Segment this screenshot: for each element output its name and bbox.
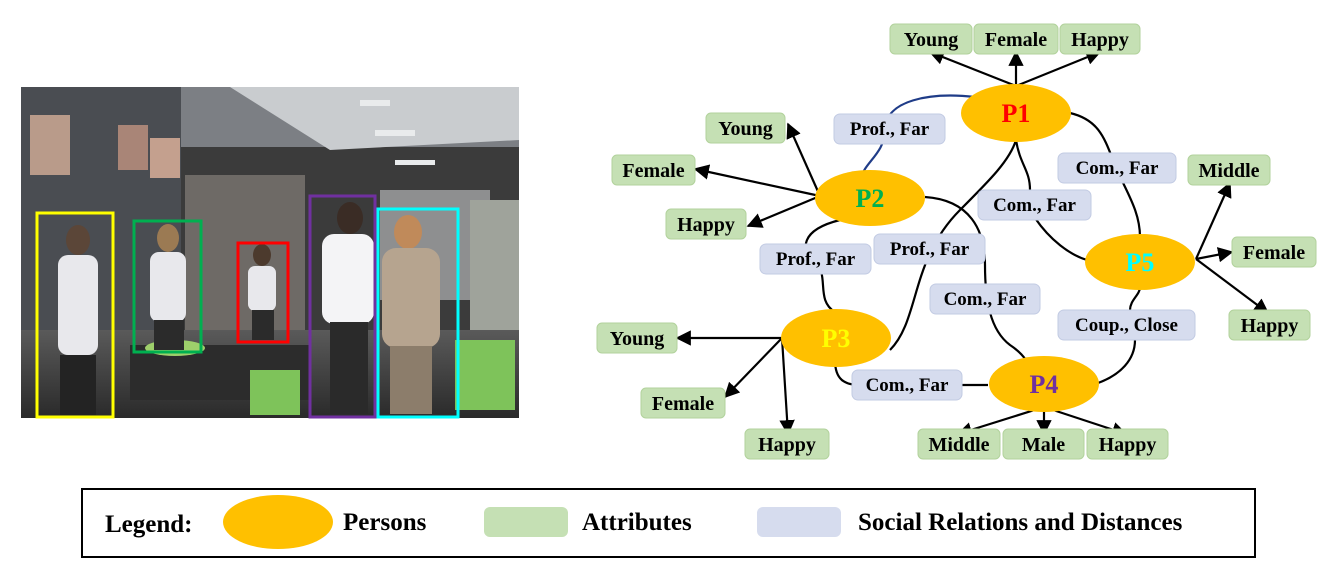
person-box-yellow [35,211,115,419]
relation-p4-p5: Coup., Close [1057,309,1196,341]
svg-text:Com., Far: Com., Far [1076,158,1159,179]
attr-p1-female: Female [985,29,1047,51]
svg-text:Prof., Far: Prof., Far [850,119,930,140]
edge-p3-female [723,337,783,399]
attr-p5-middle: Middle [1198,160,1259,182]
attr-p5-female: Female [1243,242,1305,264]
legend: Legend: Persons Attributes Social Relati… [81,488,1256,558]
attr-p2-happy: Happy [677,214,735,236]
legend-relations-label: Social Relations and Distances [858,509,1183,536]
relation-boxes: Prof., Far Com., Far Com., Far Prof., Fa… [759,113,1196,401]
svg-text:P3: P3 [822,324,851,353]
svg-text:Com., Far: Com., Far [944,289,1027,310]
attr-p4-middle: Middle [928,434,989,456]
attr-p3-female: Female [652,393,714,415]
attr-p3-young: Young [610,328,664,350]
relation-p3-p4: Com., Far [851,369,963,401]
person-node-p5: P5 [1085,234,1195,290]
person-nodes: P1 P2 P3 P4 P5 [781,84,1195,412]
svg-text:Com., Far: Com., Far [866,375,949,396]
person-node-p2: P2 [815,170,925,226]
svg-text:Com., Far: Com., Far [993,195,1076,216]
attr-p2-female: Female [622,160,684,182]
relation-p1-p2: Prof., Far [833,113,946,145]
person-node-p1: P1 [961,84,1071,142]
edge-p1-happy [1015,50,1102,88]
relation-p2-p4: Com., Far [929,283,1041,315]
attr-p4-happy: Happy [1099,434,1157,456]
svg-text:P4: P4 [1030,370,1059,399]
attr-p1-happy: Happy [1071,29,1129,51]
legend-relation-swatch [757,507,841,537]
attr-p2-young: Young [718,118,772,140]
legend-persons-label: Persons [343,509,427,536]
person-node-p4: P4 [989,356,1099,412]
person-box-red [236,241,290,344]
attr-p1-young: Young [904,29,958,51]
legend-attribute-swatch [484,507,568,537]
svg-text:Coup., Close: Coup., Close [1075,315,1178,336]
person-box-green [132,219,203,354]
photo-image [21,87,519,419]
svg-text:P5: P5 [1126,248,1155,277]
edge-p2-happy [746,194,821,228]
relation-p2-p3: Prof., Far [759,243,872,275]
edge-p5-female [1195,247,1234,263]
edge-p4p1-lower [1034,217,1088,262]
relation-p1-p5: Com., Far [1057,152,1177,184]
edge-p1-young [928,49,1017,88]
legend-attributes-label: Attributes [582,509,692,536]
relation-p1-p4: Com., Far [977,189,1092,221]
edge-p5-middle [1194,181,1232,260]
relation-p3-p1: Prof., Far [873,233,986,265]
edge-p1-p4 [1014,139,1032,191]
edge-p3-happy [779,337,795,436]
person-box-purple [308,194,377,419]
edge-p3-p1 [889,139,1018,351]
svg-text:Prof., Far: Prof., Far [890,239,970,260]
edge-p5-happy [1195,258,1270,314]
edge-p2-young [786,122,822,197]
edge-p2-female [693,164,821,198]
attr-p3-happy: Happy [758,434,816,456]
attribute-boxes: Young Female Happy Young Female Happy Yo… [596,23,1317,460]
legend-title: Legend: [105,511,193,538]
legend-person-swatch [223,495,333,549]
attr-p4-male: Male [1022,434,1065,456]
person-box-cyan [376,207,460,419]
svg-text:P1: P1 [1002,99,1031,128]
person-node-p3: P3 [781,309,891,367]
attr-p5-happy: Happy [1241,315,1299,337]
svg-text:P2: P2 [856,184,885,213]
svg-text:Prof., Far: Prof., Far [776,249,856,270]
